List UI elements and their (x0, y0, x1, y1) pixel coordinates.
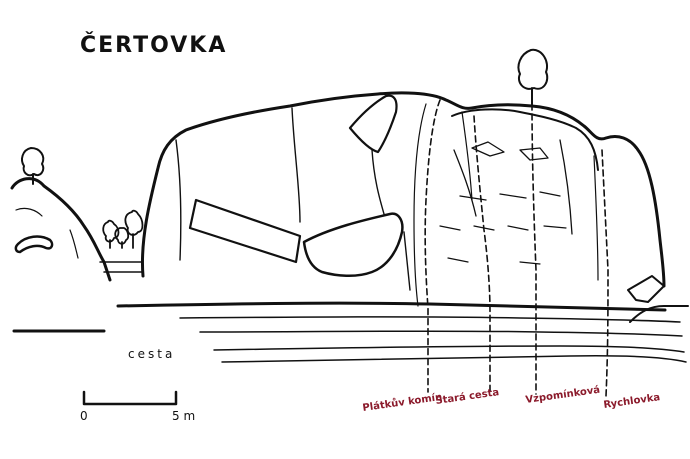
right-face-ledge (459, 191, 561, 201)
main-rock-outline (140, 91, 666, 288)
crack-2 (291, 107, 301, 223)
path-label: cesta (128, 347, 175, 361)
ground-line-1 (116, 301, 667, 312)
right-face-block (451, 108, 599, 171)
crack-3 (371, 149, 385, 215)
upper-block (348, 94, 398, 154)
crack-1 (175, 139, 182, 261)
scale-bar (82, 390, 178, 406)
route-line-rychlovka-edge (593, 155, 599, 281)
scale-start-label: 0 (80, 409, 88, 423)
right-face-dashes (439, 225, 567, 265)
left-rock-outline (10, 177, 112, 282)
scale-end-label: 5 m (172, 409, 195, 423)
left-rock-ledge (14, 235, 54, 254)
route-line-stara-cesta-edge (461, 111, 473, 201)
left-rock-texture (15, 207, 79, 259)
route-label-platkuv-komin: Plátkův komín (362, 390, 443, 414)
tree-summit (517, 48, 549, 105)
right-face-crack-a (471, 141, 505, 157)
ground-line-3 (199, 330, 683, 337)
diagonal-slab (188, 198, 302, 264)
right-face-crack-b (519, 147, 549, 161)
tree-left-mound (21, 147, 45, 185)
route-line-stara-cesta (473, 115, 491, 393)
route-line-rychlovka (601, 149, 609, 397)
right-face-crack-c (453, 149, 477, 217)
route-label-stara-cesta: Stará cesta (435, 386, 500, 407)
ground-line-5 (221, 355, 687, 363)
route-line-platkuv-komin (424, 99, 441, 393)
crack-4 (403, 231, 411, 291)
right-ledge (629, 305, 689, 323)
route-line-vzpominkova (531, 103, 537, 395)
tree-group-small (102, 209, 144, 249)
left-boulder (302, 212, 404, 277)
diagram-title: ČERTOVKA (80, 32, 227, 58)
right-boulder (627, 275, 665, 303)
right-face-crack-d (559, 139, 573, 235)
route-label-rychlovka: Rychlovka (603, 392, 661, 411)
ground-line-4 (213, 345, 685, 353)
ground-line-2 (179, 316, 681, 323)
route-line-platkuv-komin-edge (413, 103, 427, 307)
